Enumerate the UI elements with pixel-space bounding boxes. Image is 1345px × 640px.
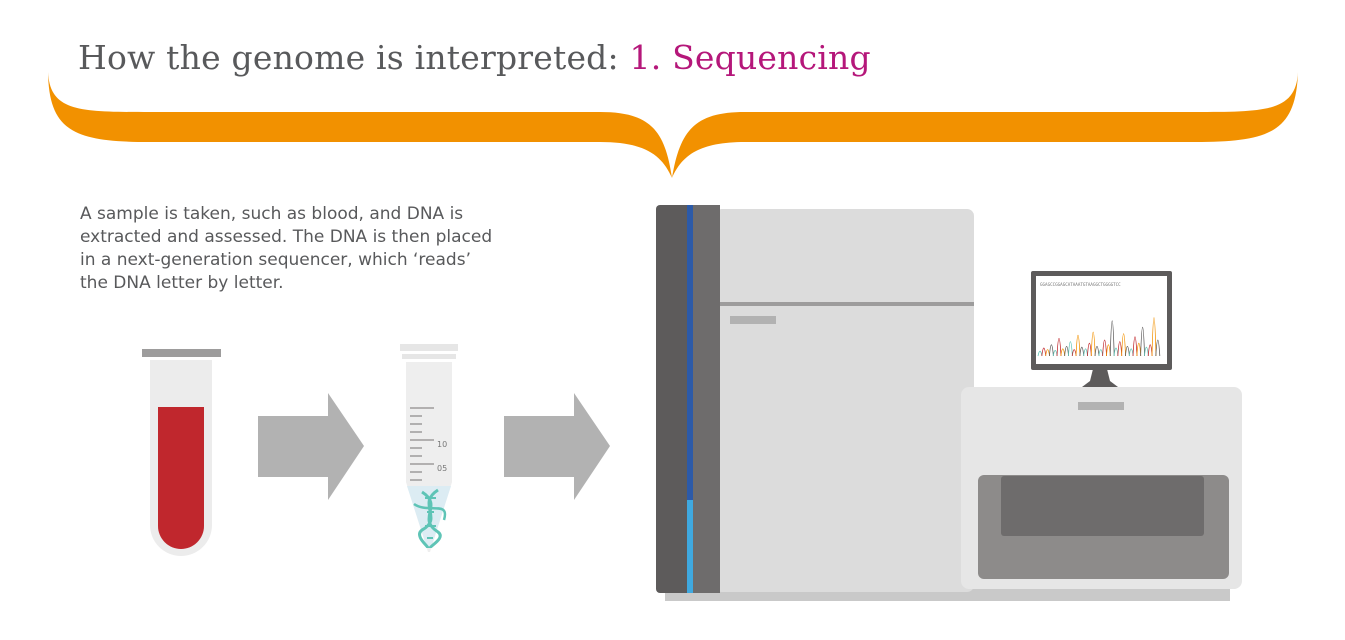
- monitor: GGAGCCGGAGCATAAATGTAAGGCTGGGGTCC: [1031, 271, 1172, 387]
- chromatogram-peak: [1121, 333, 1126, 357]
- title-prefix: How the genome is interpreted:: [78, 38, 630, 77]
- chromatogram-traces: [1037, 317, 1161, 357]
- blood-tube-cap: [142, 349, 221, 357]
- sequencer-tower-seam: [720, 302, 974, 306]
- description-line-3: in a next-generation sequencer, which ‘r…: [80, 250, 471, 270]
- chromatogram-peak: [1125, 346, 1130, 357]
- monitor-sequence-text: GGAGCCGGAGCATAAATGTAAGGCTGGGGTCC: [1040, 282, 1121, 287]
- description: A sample is taken, such as blood, and DN…: [80, 203, 540, 295]
- sequencer-accent-glow: [687, 500, 693, 593]
- sequencer-panel-inner: [693, 205, 720, 593]
- page-title: How the genome is interpreted: 1. Sequen…: [78, 38, 871, 77]
- chromatogram-peak: [1151, 317, 1157, 357]
- dna-tube-lid: [400, 344, 458, 351]
- chromatogram-peak: [1056, 338, 1062, 357]
- description-line-4: the DNA letter by letter.: [80, 273, 284, 293]
- sequencer-machine: GGAGCCGGAGCATAAATGTAAGGCTGGGGTCC: [656, 205, 1242, 601]
- scale-label-05: 05: [437, 464, 447, 473]
- chromatogram-peak: [1049, 344, 1054, 357]
- chromatogram-peak: [1068, 341, 1073, 357]
- console-handle: [1078, 402, 1124, 410]
- chromatogram-peak: [1090, 331, 1096, 357]
- chromatogram-peak: [1109, 320, 1115, 357]
- title-highlight: 1. Sequencing: [629, 38, 871, 77]
- chromatogram-peak: [1075, 334, 1081, 357]
- chromatogram-peak: [1132, 336, 1138, 357]
- dna-tube: 10 05: [400, 344, 458, 552]
- dna-tube-lid-rim: [402, 354, 456, 359]
- curly-brace: [48, 72, 1298, 178]
- description-line-2: extracted and assessed. The DNA is then …: [80, 227, 493, 247]
- dna-tube-scale: [410, 407, 434, 481]
- description-line-1: A sample is taken, such as blood, and DN…: [80, 204, 464, 224]
- dna-helix: [413, 488, 447, 549]
- sequencer-tower-handle: [730, 316, 776, 324]
- blood-sample: [158, 407, 204, 549]
- sequencer-tower: [715, 209, 974, 592]
- monitor-stand: [1082, 369, 1118, 387]
- sequencer-accent-stripe: [687, 205, 693, 593]
- scale-label-10: 10: [437, 440, 447, 449]
- chromatogram-peak: [1079, 346, 1085, 357]
- chromatogram-peak: [1094, 346, 1100, 357]
- chromatogram-peak: [1041, 347, 1047, 357]
- arrow-1: [258, 393, 364, 500]
- chromatogram-peak: [1102, 339, 1107, 357]
- arrow-2: [504, 393, 610, 500]
- chromatogram-peak: [1155, 339, 1161, 357]
- console-drawer-inner: [1001, 476, 1204, 536]
- chromatogram-peak: [1140, 327, 1145, 357]
- blood-tube: [142, 349, 221, 556]
